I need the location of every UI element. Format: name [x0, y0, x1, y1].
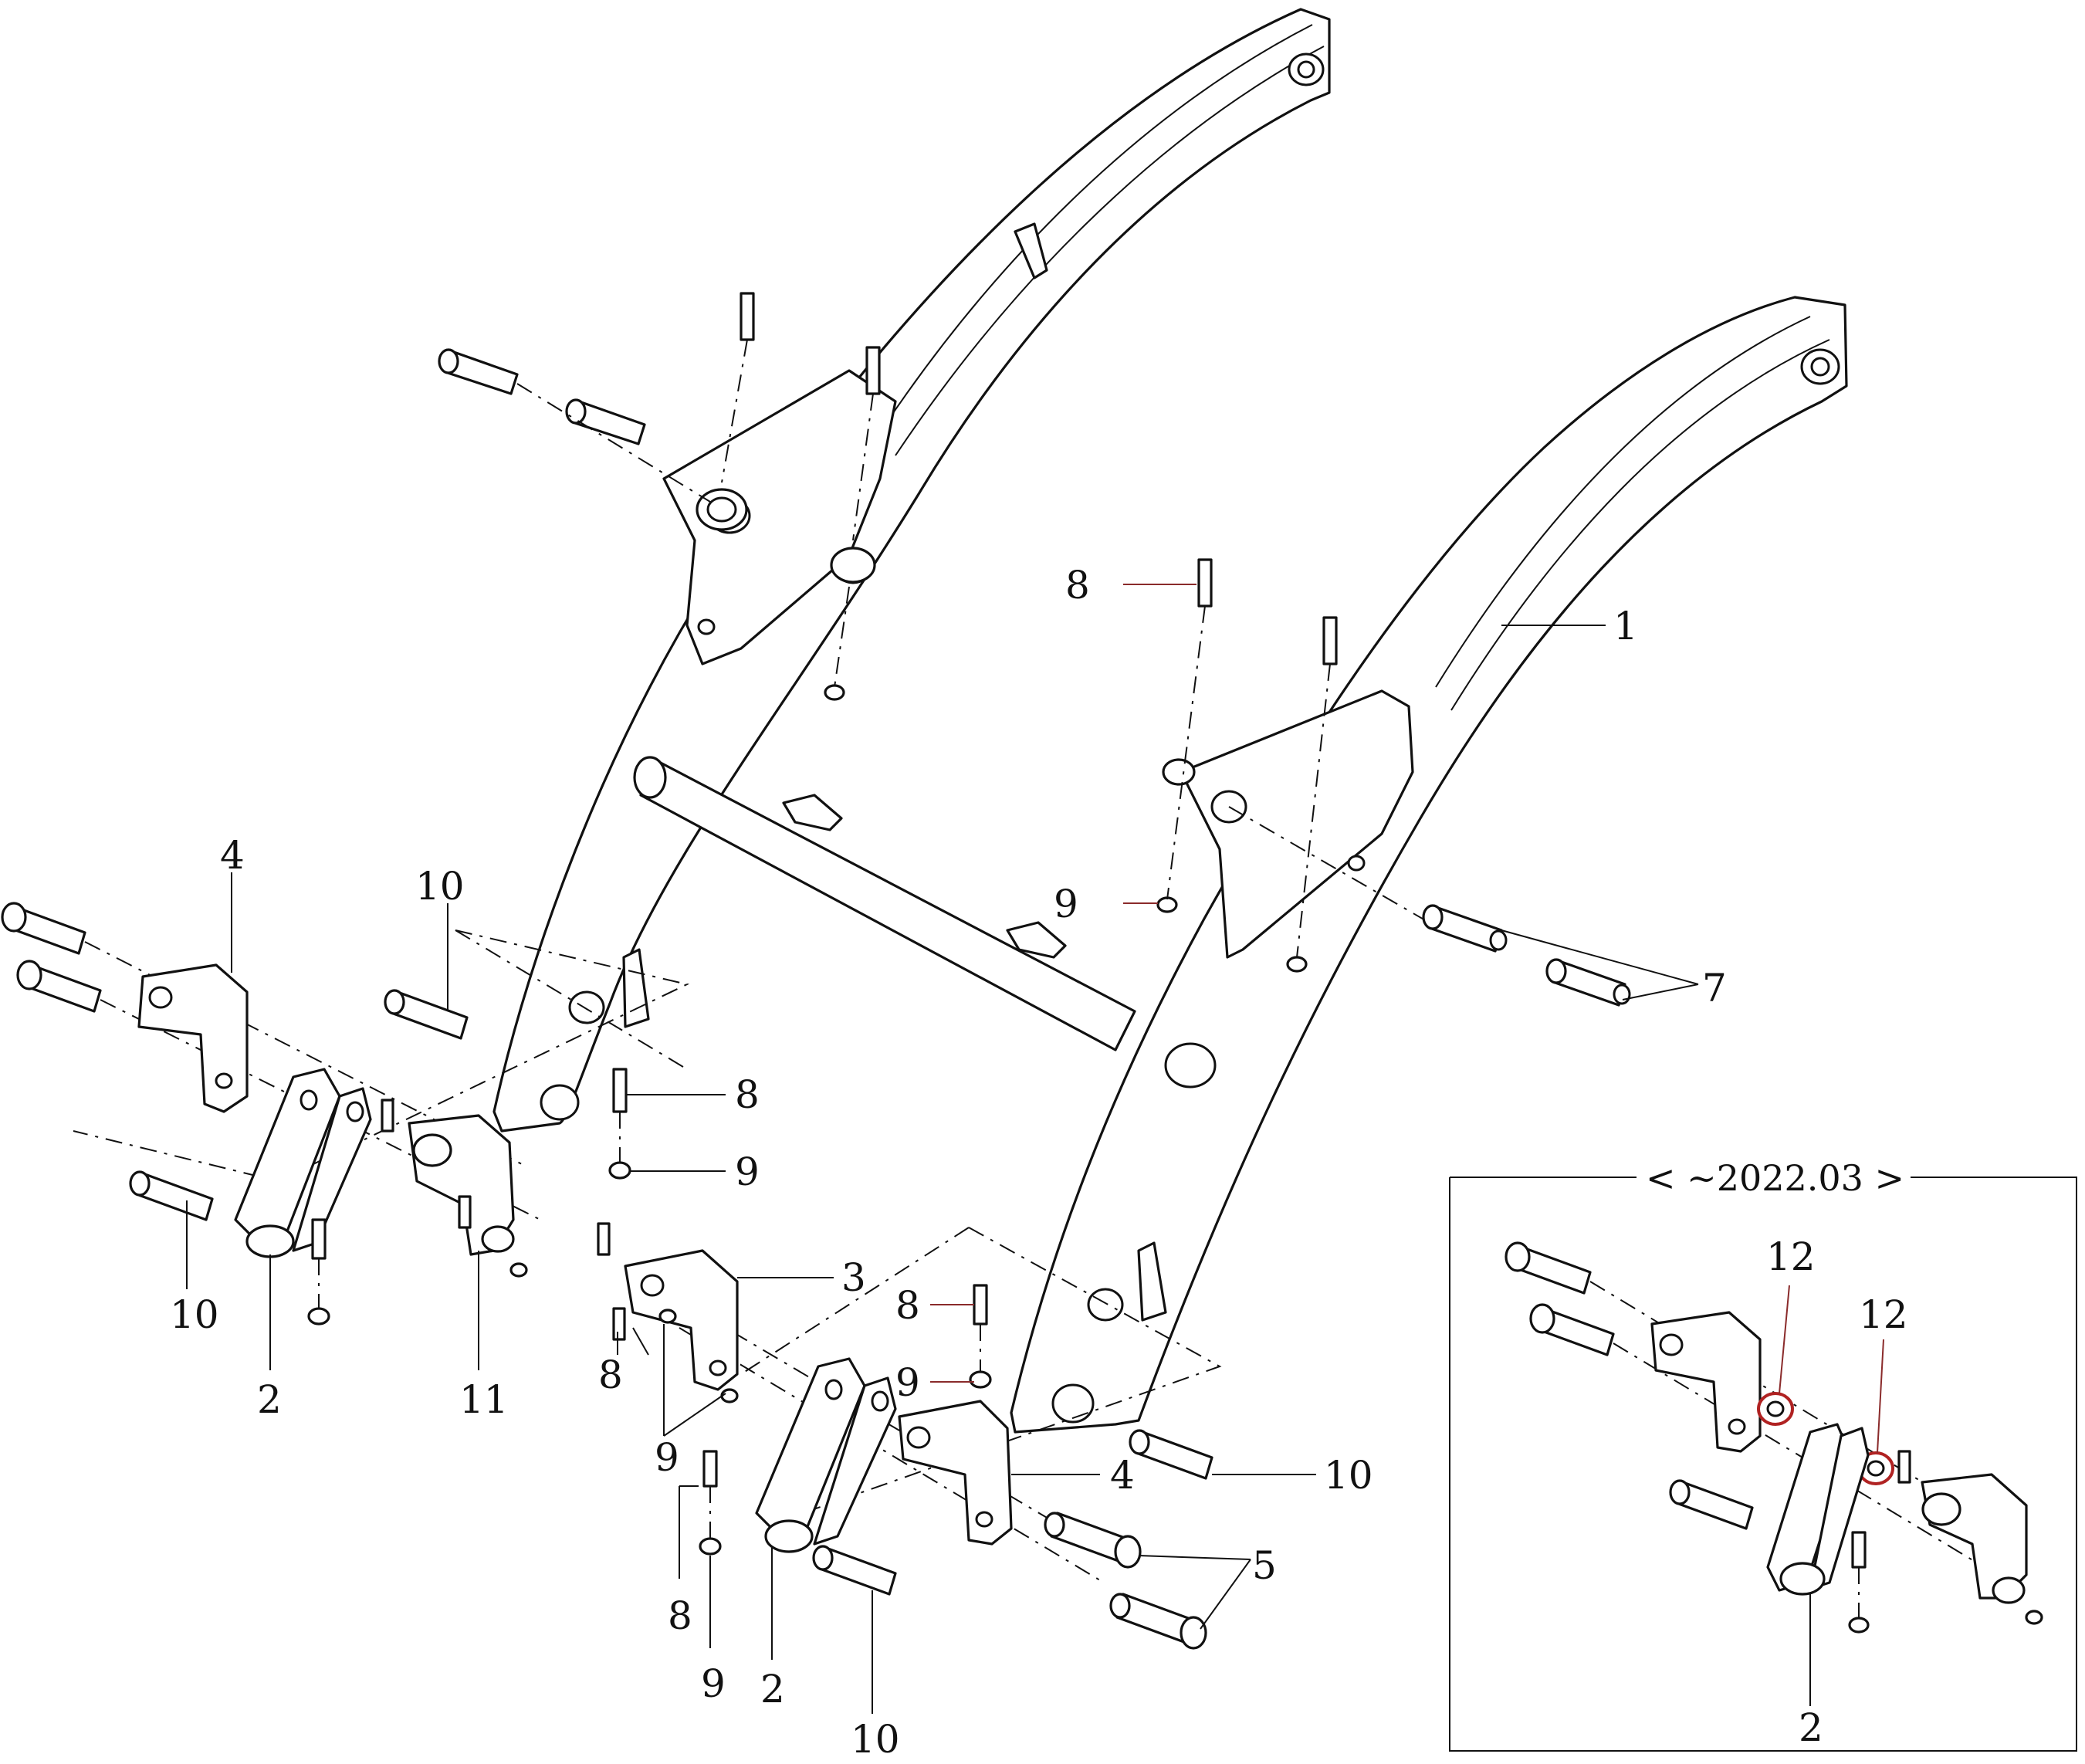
- callout-9-bottom: 9: [701, 1661, 726, 1706]
- cross-tube: [633, 756, 1136, 1051]
- callout-7: 7: [1702, 966, 1727, 1011]
- leader-lines: [186, 584, 1699, 1714]
- callout-10-top: 10: [415, 864, 465, 909]
- callout-8-left: 8: [598, 1353, 623, 1397]
- callout-12-right: 12: [1859, 1292, 1908, 1337]
- left-lower-assembly: [1, 902, 689, 1326]
- callout-4-right: 4: [1110, 1453, 1135, 1498]
- callout-10-left: 10: [170, 1292, 219, 1337]
- callout-8-top: 8: [1065, 563, 1090, 608]
- callout-9-mid: 9: [735, 1149, 760, 1194]
- callout-9-top: 9: [1054, 882, 1078, 926]
- callout-11: 11: [459, 1377, 509, 1422]
- callout-3: 3: [841, 1255, 866, 1300]
- arm-hardware: [438, 292, 1631, 1389]
- callout-8-bottom: 8: [668, 1593, 692, 1638]
- callout-8-mid: 8: [735, 1072, 760, 1117]
- callout-10-right: 10: [1324, 1453, 1373, 1498]
- callout-5: 5: [1252, 1543, 1277, 1588]
- callout-9-right: 9: [895, 1360, 920, 1405]
- inset-panel: < ~2022.03 >: [1449, 1157, 2077, 1752]
- callout-8-right: 8: [895, 1283, 920, 1328]
- callout-2-left: 2: [257, 1377, 282, 1422]
- callout-4-left: 4: [220, 833, 245, 878]
- callout-labels: 1 2 2 2 3 4 4 5 7 8 8 8 8 8 9 9 9 9 9 10…: [170, 563, 1908, 1762]
- callout-2-right: 2: [760, 1667, 785, 1712]
- right-lower-assembly: [597, 1222, 1222, 1650]
- callout-12-left: 12: [1766, 1234, 1816, 1279]
- callout-1: 1: [1613, 604, 1638, 648]
- right-loader-arm: [1010, 296, 1848, 1434]
- callout-2-inset: 2: [1799, 1705, 1823, 1750]
- callout-10-bottom: 10: [851, 1717, 900, 1760]
- inset-title: < ~2022.03 >: [1646, 1157, 1904, 1199]
- callout-9-left: 9: [655, 1435, 679, 1480]
